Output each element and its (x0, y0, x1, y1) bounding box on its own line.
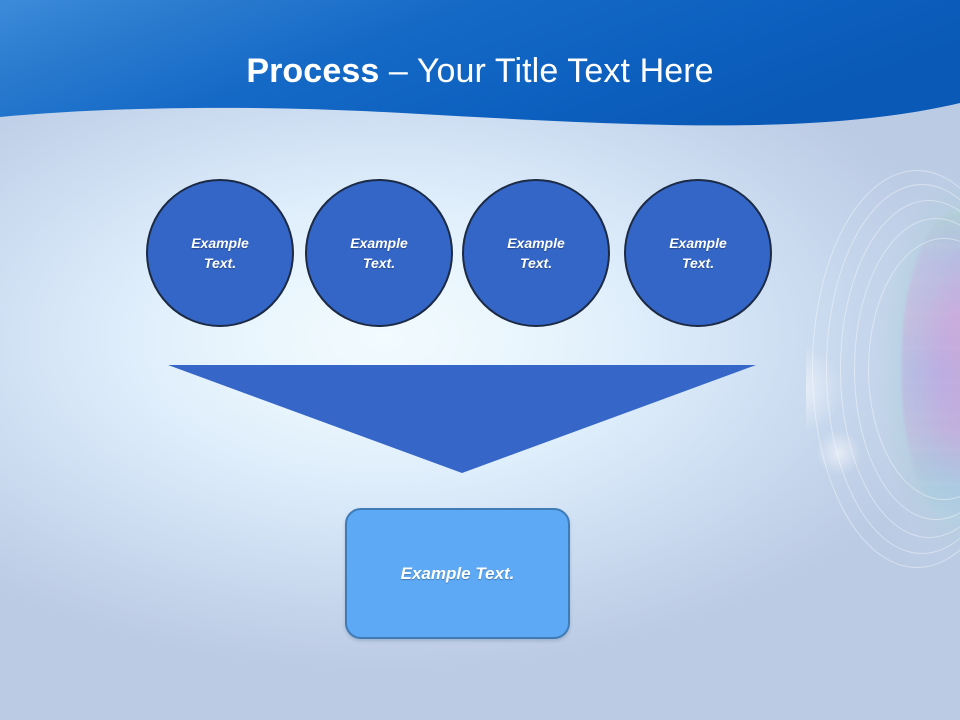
disc-ring-4 (854, 218, 960, 520)
disc-ring-2 (826, 184, 960, 554)
disc-body (814, 168, 960, 568)
disc-beads (902, 210, 960, 526)
page-title-strong: Process (246, 52, 380, 90)
result-box-label: Example Text. (400, 563, 515, 583)
disc-photo-watermark (806, 168, 960, 568)
disc-ring-inner (868, 238, 960, 500)
disc-ring-outer (812, 170, 960, 568)
process-circle-3-label: Example Text. (507, 235, 565, 271)
page-title-rest: – Your Title Text Here (379, 52, 714, 90)
disc-glow-1 (806, 344, 844, 434)
disc-glow-2 (816, 430, 862, 476)
process-circle-4-label: Example Text. (669, 235, 727, 271)
page-title: Process – Your Title Text Here (0, 50, 960, 92)
process-circle-2-label: Example Text. (350, 235, 408, 271)
header-banner (0, 0, 960, 140)
result-box[interactable]: Example Text. (345, 508, 570, 639)
process-circle-1[interactable]: Example Text. (146, 179, 294, 327)
process-circle-4[interactable]: Example Text. (624, 179, 772, 327)
process-circle-3[interactable]: Example Text. (462, 179, 610, 327)
disc-ring-3 (840, 200, 960, 538)
down-arrow-icon (168, 365, 756, 473)
process-circle-1-label: Example Text. (191, 235, 249, 271)
process-circle-2[interactable]: Example Text. (305, 179, 453, 327)
